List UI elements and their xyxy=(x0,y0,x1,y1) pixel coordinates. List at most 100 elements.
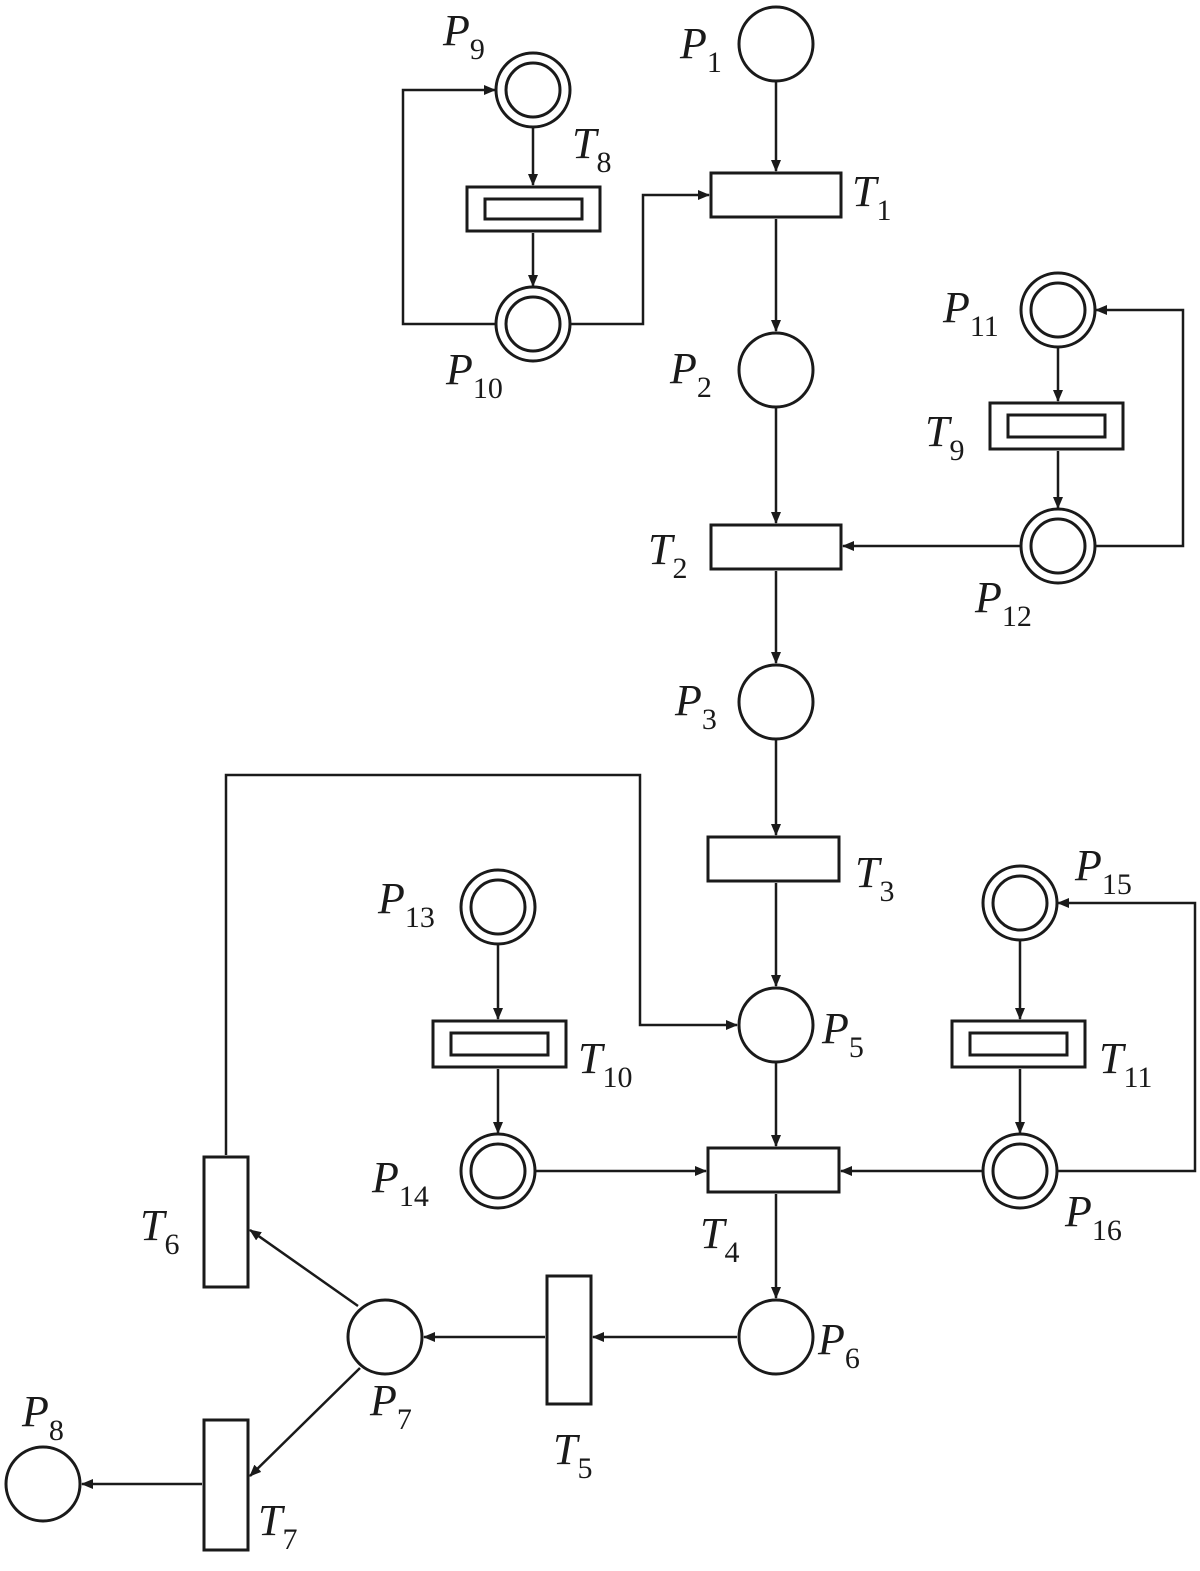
transition-box xyxy=(706,1146,841,1194)
label-subscript: 8 xyxy=(596,146,611,179)
place-p10 xyxy=(494,285,572,363)
label-subscript: 9 xyxy=(470,33,485,66)
label-t5: T5 xyxy=(553,1425,592,1485)
place-inner-circle xyxy=(504,61,562,119)
label-subscript: 10 xyxy=(602,1061,632,1094)
transition-inner-box xyxy=(449,1031,550,1057)
place-p2 xyxy=(737,331,815,409)
label-subscript: 4 xyxy=(724,1236,739,1269)
place-inner-circle xyxy=(469,1142,527,1200)
place-circle xyxy=(4,1445,82,1523)
label-subscript: 3 xyxy=(879,875,894,908)
label-p2: P2 xyxy=(669,344,712,404)
label-subscript: 1 xyxy=(707,46,722,79)
transition-inner-box xyxy=(968,1031,1069,1057)
label-t9: T9 xyxy=(925,407,964,467)
label-subscript: 11 xyxy=(970,310,999,343)
label-subscript: 3 xyxy=(702,703,717,736)
label-letter: T xyxy=(855,848,883,897)
label-letter: P xyxy=(377,874,405,923)
label-subscript: 12 xyxy=(1002,600,1032,633)
label-subscript: 9 xyxy=(949,434,964,467)
label-t7: T7 xyxy=(258,1496,297,1556)
place-inner-circle xyxy=(504,295,562,353)
label-letter: P xyxy=(369,1376,397,1425)
arc-p12-to-p11 xyxy=(1095,305,1185,548)
place-p5 xyxy=(737,986,815,1064)
place-p11 xyxy=(1019,271,1097,349)
place-p1 xyxy=(737,5,815,83)
label-subscript: 11 xyxy=(1123,1061,1152,1094)
label-letter: P xyxy=(817,1315,845,1364)
label-subscript: 1 xyxy=(876,194,891,227)
labels: P1P2P3P5P6P7P8P9P10P11P12P13P14P15P16T1T… xyxy=(21,6,1152,1556)
label-letter: T xyxy=(925,407,953,456)
label-p6: P6 xyxy=(817,1315,860,1375)
label-subscript: 2 xyxy=(672,552,687,585)
transition-t2 xyxy=(709,523,843,571)
label-p9: P9 xyxy=(442,6,485,66)
arc-t6-to-p5 xyxy=(224,773,738,1155)
transition-inner-box xyxy=(483,197,584,221)
place-inner-circle xyxy=(1029,517,1087,575)
place-p3 xyxy=(737,663,815,741)
place-p16 xyxy=(981,1132,1059,1210)
label-t2: T2 xyxy=(648,525,687,585)
transition-t1 xyxy=(709,171,843,219)
label-letter: P xyxy=(674,676,702,725)
label-subscript: 2 xyxy=(697,371,712,404)
label-subscript: 5 xyxy=(577,1452,592,1485)
transition-t9 xyxy=(988,401,1125,451)
label-t8: T8 xyxy=(572,119,611,179)
label-letter: P xyxy=(821,1004,849,1053)
label-t4: T4 xyxy=(700,1209,739,1269)
label-letter: P xyxy=(1064,1187,1092,1236)
label-letter: T xyxy=(1099,1034,1127,1083)
label-subscript: 14 xyxy=(399,1180,429,1213)
label-subscript: 13 xyxy=(405,901,435,934)
label-letter: T xyxy=(648,525,676,574)
nodes xyxy=(4,5,1125,1552)
label-p14: P14 xyxy=(371,1153,429,1213)
label-p7: P7 xyxy=(369,1376,412,1436)
place-circle xyxy=(737,5,815,83)
transition-box xyxy=(545,1274,593,1406)
place-p8 xyxy=(4,1445,82,1523)
label-letter: T xyxy=(572,119,600,168)
label-t1: T1 xyxy=(852,167,891,227)
transition-t6 xyxy=(202,1155,250,1289)
label-t6: T6 xyxy=(140,1201,179,1261)
label-letter: P xyxy=(371,1153,399,1202)
label-subscript: 7 xyxy=(282,1523,297,1556)
label-p13: P13 xyxy=(377,874,435,934)
place-circle xyxy=(737,663,815,741)
label-letter: T xyxy=(553,1425,581,1474)
label-p3: P3 xyxy=(674,676,717,736)
label-t11: T11 xyxy=(1099,1034,1152,1094)
label-subscript: 6 xyxy=(164,1228,179,1261)
label-letter: P xyxy=(974,573,1002,622)
arcs xyxy=(81,82,1197,1489)
label-t3: T3 xyxy=(855,848,894,908)
label-subscript: 10 xyxy=(473,372,503,405)
arc-p10-to-p9 xyxy=(401,85,496,326)
transition-t11 xyxy=(950,1019,1087,1069)
label-p11: P11 xyxy=(942,283,999,343)
label-letter: P xyxy=(445,345,473,394)
label-p15: P15 xyxy=(1074,841,1132,901)
label-p12: P12 xyxy=(974,573,1032,633)
transition-t10 xyxy=(431,1019,568,1069)
label-letter: T xyxy=(578,1034,606,1083)
place-p9 xyxy=(494,51,572,129)
transition-inner-box xyxy=(1006,413,1107,439)
place-inner-circle xyxy=(469,878,527,936)
label-p5: P5 xyxy=(821,1004,864,1064)
label-p10: P10 xyxy=(445,345,503,405)
transition-t7 xyxy=(202,1418,250,1552)
place-inner-circle xyxy=(991,874,1049,932)
label-letter: P xyxy=(679,19,707,68)
label-letter: T xyxy=(140,1201,168,1250)
label-p8: P8 xyxy=(21,1387,64,1447)
place-circle xyxy=(346,1298,424,1376)
place-p12 xyxy=(1019,507,1097,585)
